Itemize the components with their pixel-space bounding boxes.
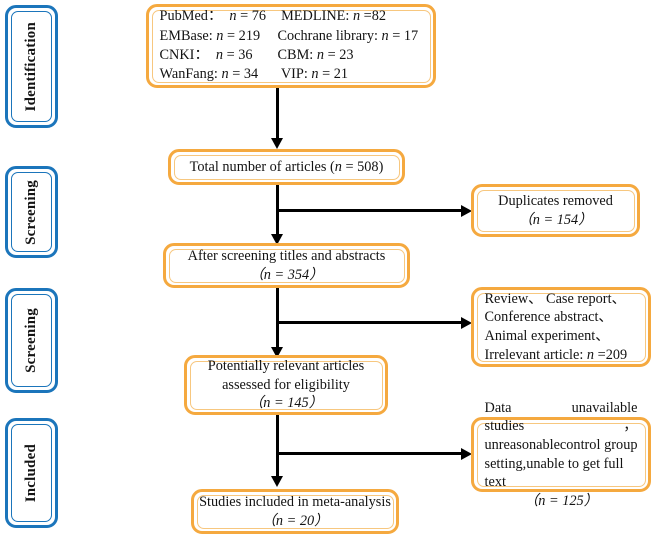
node-inner: PubMed： n = 76 MEDLINE: n =82 EMBase: n … [151,7,431,84]
stage-label-identification: Identification [23,21,39,112]
node-eligibility: Potentially relevant articles assessed f… [184,355,388,415]
node-count: （n = 145） [249,395,323,412]
node-line: Review、 Case report、 [484,290,626,307]
stage-label-screening-2: Screening [23,308,39,373]
connector-to-excluded-fulltext [277,452,465,455]
node-count: （n = 125） [524,492,598,509]
source-right: Cochrane library: n = 17 [277,27,419,44]
stage-inner: Included [11,424,52,522]
stage-box-identification: Identification [5,5,58,128]
source-row: CNKI： n = 36 CBM: n = 23 [160,46,423,65]
arrowhead-right [461,204,472,217]
node-line: Duplicates removed [498,192,613,209]
node-inner: Potentially relevant articles assessed f… [189,358,383,412]
stage-box-screening-1: Screening [5,166,58,258]
node-included-studies: Studies included in meta-analysis （n = 2… [191,489,399,534]
source-left: PubMed： n = 76 [159,8,267,25]
source-left: CNKI： n = 36 [159,47,253,63]
stage-box-screening-2: Screening [5,288,58,393]
connector-to-excluded-reasons [277,321,465,324]
node-total-articles: Total number of articles (n = 508) [168,149,405,185]
arrowhead-down [271,138,284,149]
source-left: WanFang: n = 34 [159,66,259,83]
node-line: assessed for eligibility [222,376,350,393]
node-count: （n = 20） [261,512,329,529]
source-row: PubMed： n = 76 MEDLINE: n =82 [160,7,423,26]
source-row: EMBase: n = 219 Cochrane library: n = 17 [160,27,423,46]
stage-box-included: Included [5,418,58,528]
node-inner: Total number of articles (n = 508) [173,154,400,180]
node-inner: Duplicates removed （n = 154） [476,189,635,232]
node-inner: Studies included in meta-analysis （n = 2… [196,493,394,529]
node-line: setting,unable to get full text [484,455,624,491]
connector-eligibility-to-included [276,415,279,481]
node-excluded-fulltext: Data unavailable studies， unreasonableco… [471,400,651,509]
node-line: unreasonablecontrol group [484,436,638,453]
stage-label-screening-1: Screening [23,179,39,245]
stage-inner: Identification [11,11,52,122]
source-row: WanFang: n = 34 VIP: n = 21 [160,65,423,84]
stage-inner: Screening [11,172,52,252]
node-excluded-reasons: Review、 Case report、 Conference abstract… [471,287,651,367]
node-inner: Review、 Case report、 Conference abstract… [476,290,646,363]
node-line: Total number of articles (n = 508) [189,158,384,175]
node-count: （n = 354） [249,266,324,283]
source-left: EMBase: n = 219 [159,27,261,44]
arrowhead-right [461,316,472,329]
connector-to-duplicates [277,209,465,212]
node-inner: After screening titles and abstracts （n … [168,247,405,283]
stage-inner: Screening [11,294,52,387]
connector-sources-to-total [276,88,279,141]
node-line: Data unavailable studies， [484,399,638,435]
arrowhead-right [461,447,472,460]
node-line: Conference abstract、 [484,309,613,326]
node-line: Irrelevant article: n =209 [484,346,628,363]
node-duplicates-removed: Duplicates removed （n = 154） [471,184,640,237]
source-right: MEDLINE: n =82 [277,8,387,25]
source-right: CBM: n = 23 [277,47,354,63]
node-inner: Data unavailable studies， unreasonableco… [476,400,646,509]
stage-label-included: Included [23,443,39,503]
node-line: After screening titles and abstracts [187,247,386,264]
arrowhead-down [271,476,284,487]
node-line: Animal experiment、 [484,328,610,344]
node-count: （n = 154） [518,211,593,228]
arrowhead-down [271,234,284,245]
connector-after-to-eligibility [276,288,279,352]
node-after-screening: After screening titles and abstracts （n … [163,243,410,288]
arrowhead-down [271,347,284,358]
source-right: VIP: n = 21 [277,66,349,83]
node-line: Potentially relevant articles [207,358,365,375]
node-sources: PubMed： n = 76 MEDLINE: n =82 EMBase: n … [146,4,436,88]
node-line: Studies included in meta-analysis [199,493,391,510]
connector-total-to-after [276,185,279,240]
